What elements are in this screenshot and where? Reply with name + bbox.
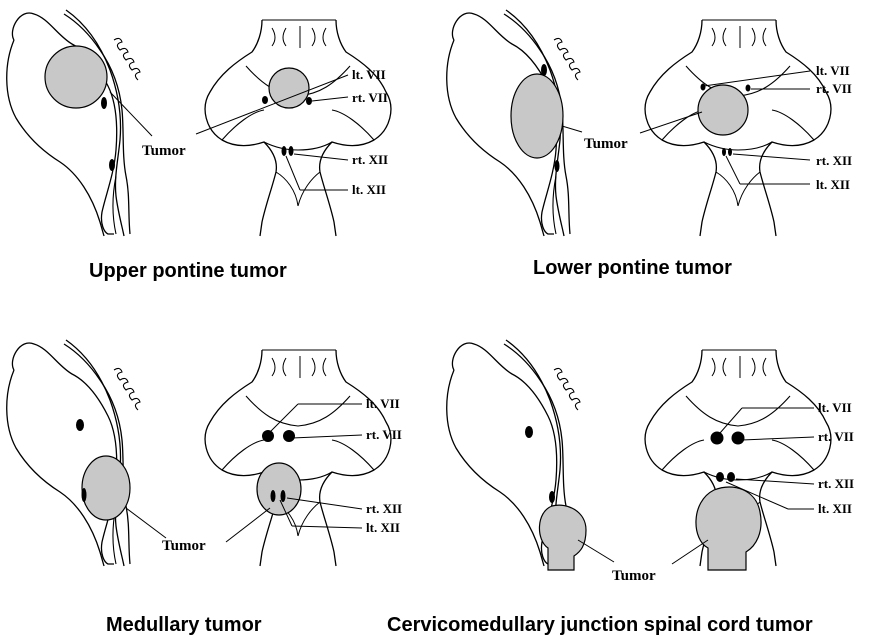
label-lt-xii: lt. XII: [352, 182, 386, 197]
caption-lower-pontine: Lower pontine tumor: [533, 257, 732, 280]
label-lt-vii: lt. VII: [366, 396, 400, 411]
nucleus-dot: [711, 432, 724, 445]
tumor-label: Tumor: [612, 568, 656, 584]
tumor-ventral: [257, 463, 301, 515]
nucleus-dot: [727, 472, 735, 482]
tumor-ventral: [696, 487, 761, 570]
label-rt-vii: rt. VII: [818, 429, 854, 444]
nucleus-dot: [728, 148, 732, 156]
nucleus-dot: [289, 146, 294, 156]
label-lt-xii: lt. XII: [366, 520, 400, 535]
label-rt-xii: rt. XII: [366, 501, 402, 516]
tumor-sagittal: [511, 74, 563, 158]
tumor-label: Tumor: [584, 136, 628, 152]
label-rt-vii: rt. VII: [352, 90, 388, 105]
label-rt-xii: rt. XII: [816, 153, 852, 168]
panel-upper-pontine: Tumor lt. VII rt. VII rt. XII lt. XII: [7, 10, 391, 236]
panel-lower-pontine: Tumor lt. VII rt. VII rt. XII lt. XII: [447, 10, 852, 236]
nucleus-dot: [716, 472, 724, 482]
sagittal-view: [7, 10, 140, 236]
nucleus-dot: [283, 430, 295, 442]
nucleus-dot: [76, 419, 84, 431]
label-rt-vii: rt. VII: [366, 427, 402, 442]
nucleus-dot: [746, 85, 751, 92]
label-lt-vii: lt. VII: [352, 67, 386, 82]
ventral-view: [205, 20, 391, 236]
label-lt-xii: lt. XII: [816, 177, 850, 192]
nucleus-dot: [701, 84, 706, 91]
nucleus-dot: [282, 146, 287, 156]
tumor-ventral: [269, 68, 309, 108]
nucleus-dot: [109, 159, 115, 171]
nucleus-dot: [82, 488, 87, 502]
label-rt-vii: rt. VII: [816, 81, 852, 96]
nucleus-dot: [525, 426, 533, 438]
label-lt-vii: lt. VII: [816, 63, 850, 78]
label-rt-xii: rt. XII: [818, 476, 854, 491]
nucleus-dot: [732, 432, 745, 445]
sagittal-view: [7, 340, 140, 566]
tumor-ventral: [698, 85, 748, 135]
nucleus-dot: [262, 430, 274, 442]
caption-medullary: Medullary tumor: [106, 614, 262, 637]
caption-upper-pontine: Upper pontine tumor: [89, 260, 287, 283]
panel-medullary: Tumor lt. VII rt. VII rt. XII lt. XII: [7, 340, 402, 566]
nucleus-dot: [281, 490, 286, 502]
panel-cervicomedullary: Tumor lt. VII rt. VII rt. XII lt. XII: [447, 340, 854, 584]
nucleus-dot: [262, 96, 268, 104]
tumor-label: Tumor: [142, 143, 186, 159]
tumor-sagittal: [82, 456, 130, 520]
caption-cervicomedullary: Cervicomedullary junction spinal cord tu…: [387, 614, 813, 637]
nucleus-dot: [549, 491, 555, 503]
ventral-view: [205, 350, 391, 566]
label-lt-vii: lt. VII: [818, 400, 852, 415]
nucleus-dot: [541, 64, 547, 76]
nucleus-dot: [722, 148, 726, 156]
tumor-sagittal: [45, 46, 107, 108]
label-rt-xii: rt. XII: [352, 152, 388, 167]
tumor-label: Tumor: [162, 538, 206, 554]
nucleus-dot: [306, 97, 312, 105]
nucleus-dot: [271, 490, 276, 502]
label-lt-xii: lt. XII: [818, 501, 852, 516]
nucleus-dot: [101, 97, 107, 109]
tumor-sagittal: [539, 505, 586, 570]
nucleus-dot: [555, 160, 560, 172]
